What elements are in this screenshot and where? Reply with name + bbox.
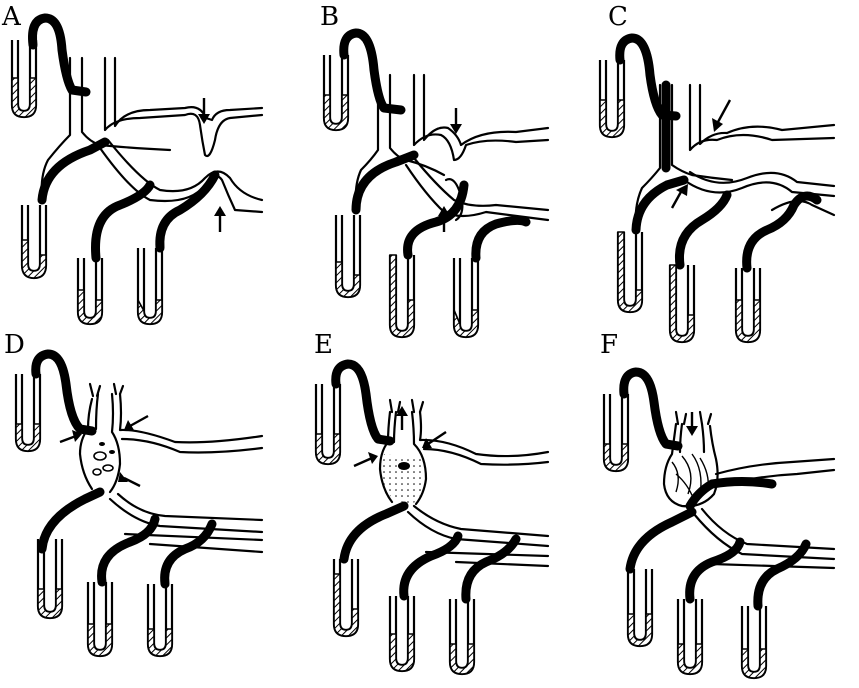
catheter: [36, 354, 92, 431]
manometer-tube: [148, 584, 172, 656]
catheter: [344, 33, 401, 110]
catheter: [476, 220, 526, 258]
manometer-tube: [600, 60, 624, 137]
catheter: [42, 492, 100, 549]
vessel-diagram: [572, 0, 858, 344]
arrow-icon: [118, 472, 140, 486]
panel-d: D: [0, 344, 286, 688]
vessel-diagram: [286, 0, 572, 344]
manometer-tube: [678, 599, 702, 674]
manometer-tube: [670, 265, 694, 342]
manometer-tube: [16, 374, 40, 451]
manometer-tube: [390, 596, 414, 671]
arrow-icon: [686, 412, 698, 436]
manometer-tube: [334, 559, 358, 636]
manometer-tube: [390, 255, 414, 337]
arrow-icon: [354, 452, 378, 466]
manometer-tube: [78, 258, 102, 324]
catheter: [404, 536, 458, 596]
catheter: [747, 196, 817, 268]
main-vessel: [380, 400, 548, 566]
manometer-tube: [618, 232, 642, 312]
catheter: [624, 372, 678, 446]
manometer-tube: [324, 55, 348, 130]
vessel-diagram: [572, 344, 858, 688]
arrow-icon: [124, 416, 148, 430]
main-vessel: [80, 384, 262, 552]
vessel-diagram: [286, 344, 572, 688]
manometer-tube: [316, 384, 340, 464]
manometer-tube: [22, 205, 46, 278]
manometer-tube: [736, 268, 760, 342]
arrow-icon: [422, 432, 446, 448]
catheter: [690, 542, 740, 599]
catheter: [102, 519, 155, 582]
manometer-tube: [138, 248, 162, 324]
panel-c: C: [572, 0, 858, 344]
arrow-icon: [672, 184, 688, 208]
panel-a: A: [0, 0, 286, 344]
panel-b: B: [286, 0, 572, 344]
panel-f: F: [572, 344, 858, 688]
catheter: [165, 524, 212, 584]
manometer-tube: [628, 569, 652, 646]
catheter: [679, 195, 727, 265]
vessel-diagram: [0, 0, 286, 344]
manometer-tube: [336, 215, 360, 297]
catheter: [356, 155, 414, 210]
catheter: [344, 506, 404, 559]
manometer-tube: [742, 606, 766, 678]
manometer-tube: [454, 258, 478, 337]
catheter: [42, 142, 105, 200]
catheter: [33, 18, 87, 92]
catheter: [96, 185, 151, 258]
catheter: [336, 364, 390, 441]
arrow-icon: [214, 206, 226, 232]
clot-fragments: [93, 442, 115, 475]
catheter: [466, 539, 516, 599]
manometer-tube: [12, 40, 36, 117]
vessel-diagram: [0, 344, 286, 688]
catheter: [630, 512, 692, 569]
manometer-tube: [450, 599, 474, 674]
clot-fragment: [398, 462, 410, 470]
main-vessel: [356, 75, 548, 220]
panel-e: E: [286, 344, 572, 688]
arrow-icon: [712, 100, 730, 132]
manometer-tube: [604, 394, 628, 471]
catheter: [160, 175, 215, 248]
catheter: [758, 544, 806, 606]
manometer-tube: [88, 582, 112, 656]
